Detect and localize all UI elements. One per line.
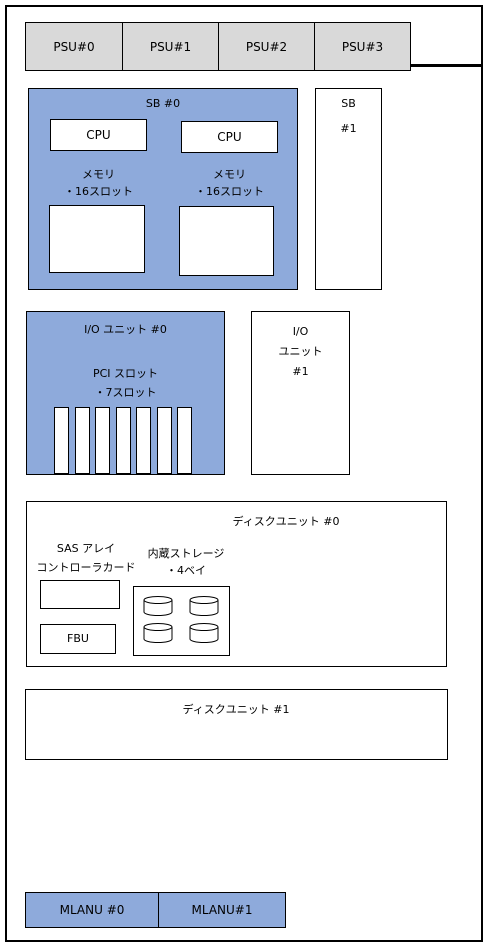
memory-slots-1: ・16スロット — [64, 185, 133, 198]
memory-bank-1 — [49, 205, 145, 273]
pci-slot-label: PCI スロット — [92, 367, 159, 380]
chassis-top-line — [411, 64, 483, 67]
disk-bay-4-icon — [189, 623, 219, 643]
cpu-1: CPU — [50, 119, 147, 151]
storage-label-line1: 内蔵ストレージ — [147, 547, 225, 560]
sas-label-line1: SAS アレイ — [56, 542, 116, 555]
disk-unit-1-title: ディスクユニット #1 — [182, 703, 290, 716]
memory-slots-2: ・16スロット — [195, 185, 264, 198]
cpu-2: CPU — [181, 121, 278, 153]
sas-array-controller-card — [40, 580, 120, 609]
disk-unit-0-title: ディスクユニット #0 — [232, 515, 340, 528]
io-unit-1-line1: I/O — [292, 325, 309, 338]
pci-slot — [177, 407, 192, 474]
storage-label-line2: ・4ベイ — [166, 564, 206, 577]
io-unit-1-line2: ユニット — [278, 345, 323, 358]
system-board-1 — [315, 88, 382, 290]
chassis-frame — [5, 5, 483, 942]
pci-slot — [74, 407, 90, 474]
pci-slot — [136, 407, 151, 474]
psu-1: PSU#1 — [122, 22, 219, 71]
system-board-1-line1: SB — [341, 97, 356, 110]
pci-slot — [95, 407, 110, 474]
system-board-1-line2: #1 — [340, 122, 357, 135]
memory-label-2: メモリ — [213, 168, 246, 181]
io-unit-1 — [251, 311, 350, 475]
psu-3: PSU#3 — [314, 22, 411, 71]
io-unit-1-line3: #1 — [292, 365, 309, 378]
pci-slot — [156, 407, 172, 474]
memory-label-1: メモリ — [82, 168, 115, 181]
psu-0: PSU#0 — [25, 22, 123, 71]
disk-bay-3-icon — [143, 623, 173, 643]
pci-slot — [115, 407, 131, 474]
disk-bay-1-icon — [143, 596, 173, 616]
pci-slot-count: ・7スロット — [94, 386, 157, 399]
disk-unit-1 — [25, 689, 448, 760]
sas-label-line2: コントローラカード — [36, 561, 136, 574]
psu-2: PSU#2 — [218, 22, 315, 71]
system-board-0-title: SB #0 — [145, 97, 181, 110]
mlanu-0: MLANU #0 — [25, 892, 159, 928]
fbu-box: FBU — [40, 624, 116, 654]
io-unit-0-title: I/O ユニット #0 — [84, 323, 167, 336]
disk-bay-2-icon — [189, 596, 219, 616]
mlanu-1: MLANU#1 — [158, 892, 286, 928]
memory-bank-2 — [179, 206, 274, 276]
pci-slot — [54, 407, 69, 474]
